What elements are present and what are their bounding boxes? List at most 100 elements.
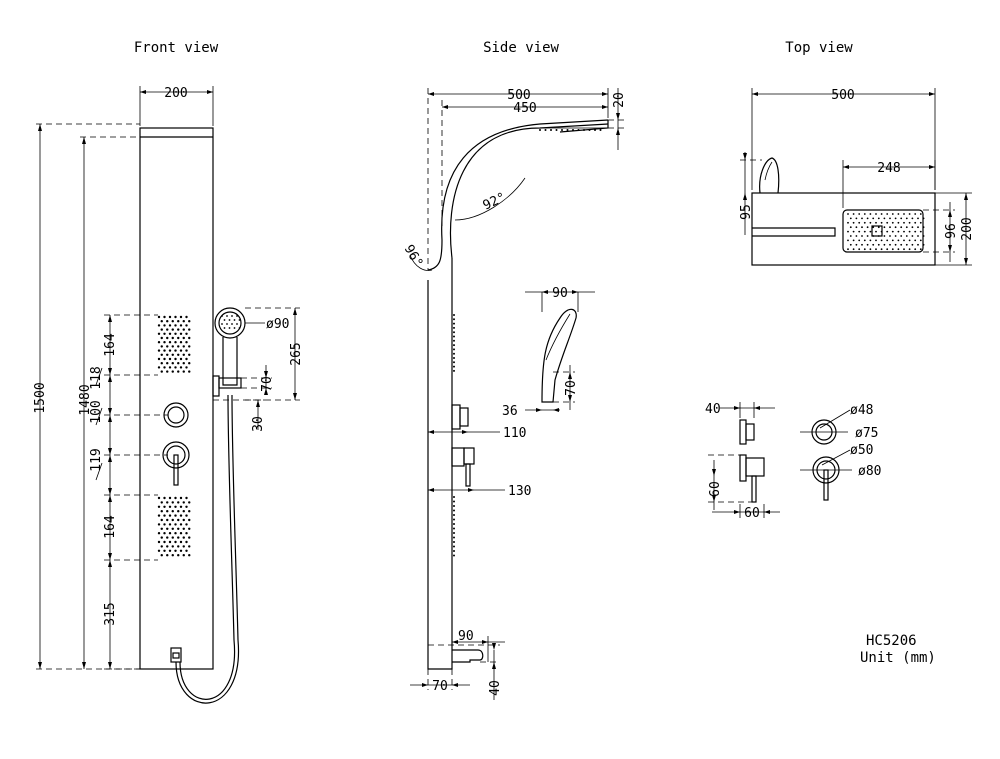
spray-nozzle [179,496,183,500]
spray-nozzle [182,527,185,530]
side-diverter-knob [451,404,461,430]
side-nozzle [453,352,455,355]
head-nozzle [894,243,897,246]
front-spray-nozzles-upper [158,315,190,375]
spray-nozzle [174,540,177,544]
side-nozzle [453,536,455,539]
spray-nozzle [157,514,161,517]
spray-nozzle [160,545,163,548]
spray-nozzle [163,505,166,508]
head-nozzle [858,239,861,242]
spray-nozzle [168,523,172,526]
fitting-knob-side [745,423,755,441]
spray-nozzle [182,554,185,557]
head-nozzle [855,226,858,229]
head-nozzle [599,129,602,131]
spray-nozzle [166,345,169,348]
spray-nozzle [182,510,185,513]
head-nozzle [875,230,877,233]
head-nozzle [849,226,852,229]
spray-nozzle [188,345,191,348]
spray-nozzle [160,554,163,557]
head-nozzle [903,239,905,242]
head-nozzle [894,217,897,220]
spray-nozzle [182,518,185,522]
spray-nozzle [185,341,188,344]
front-bottom-label: 315 [103,602,118,625]
head-nozzle [919,221,922,224]
front-holder-offset-label: 30 [251,416,266,432]
top-view-title: Top view [785,40,853,56]
head-nozzle [863,213,866,215]
head-nozzle [852,221,855,224]
head-nozzle [919,248,922,251]
side-nozzle [453,541,455,543]
spray-nozzle [174,505,177,508]
spray-nozzle [157,523,161,526]
head-nozzle [555,129,558,131]
side-nozzle [453,500,455,503]
spray-nozzle [177,554,180,557]
front-holder-label: 70 [260,376,275,392]
top-panel-outline [751,192,936,266]
head-nozzle [583,129,585,131]
spray-nozzle [185,349,188,352]
front-total-height-label: 1500 [33,382,48,413]
head-nozzle [911,243,914,246]
spray-nozzle [182,353,185,356]
head-nozzle [883,243,886,246]
handshower-nozzle [236,323,238,325]
side-valve-upper-label: 110 [503,426,526,441]
head-nozzle [891,248,894,251]
spray-nozzle [171,328,174,331]
spray-nozzle [182,545,185,548]
side-nozzle [453,518,455,521]
head-nozzle [861,235,863,237]
side-view: 500 450 20 92° 96° 110 130 [401,88,627,700]
spray-nozzle [177,536,180,539]
side-nozzle [453,339,455,342]
head-nozzle [875,248,877,251]
spray-nozzle [160,320,163,323]
spray-nozzle [163,366,166,369]
handshower-nozzle [228,327,231,329]
head-nozzle [889,217,891,220]
spray-nozzle [163,332,166,335]
fitting-knob-dia-outer-label: ø75 [855,426,878,441]
spray-nozzle [185,496,188,500]
spray-nozzle [179,532,183,535]
spray-nozzle [171,362,174,365]
spray-nozzle [179,332,183,335]
spray-nozzle [174,324,177,327]
spray-nozzle [174,341,177,344]
head-nozzle [903,221,905,224]
spray-nozzle [179,349,183,352]
head-nozzle [922,235,925,237]
spray-nozzle [182,320,185,323]
side-nozzle [453,331,455,334]
head-nozzle [875,221,877,224]
handshower-nozzle [221,323,223,325]
spray-nozzle [163,496,166,500]
head-nozzle [897,213,900,215]
head-nozzle [897,248,900,251]
spray-nozzle [168,341,172,344]
side-nozzle [453,348,455,351]
spray-nozzle [157,332,161,335]
head-nozzle [914,248,917,251]
side-shower-arm [449,123,609,259]
head-nozzle [847,248,849,251]
head-nozzle [914,221,917,224]
head-nozzle [872,217,875,220]
head-nozzle [588,129,591,131]
spray-nozzle [174,349,177,352]
spray-nozzle [163,341,166,344]
head-nozzle [894,235,897,237]
spray-nozzle [160,353,163,356]
spray-nozzle [179,540,183,544]
head-nozzle [863,221,866,224]
head-nozzle [891,239,894,242]
head-nozzle [883,217,886,220]
spray-nozzle [179,341,183,344]
